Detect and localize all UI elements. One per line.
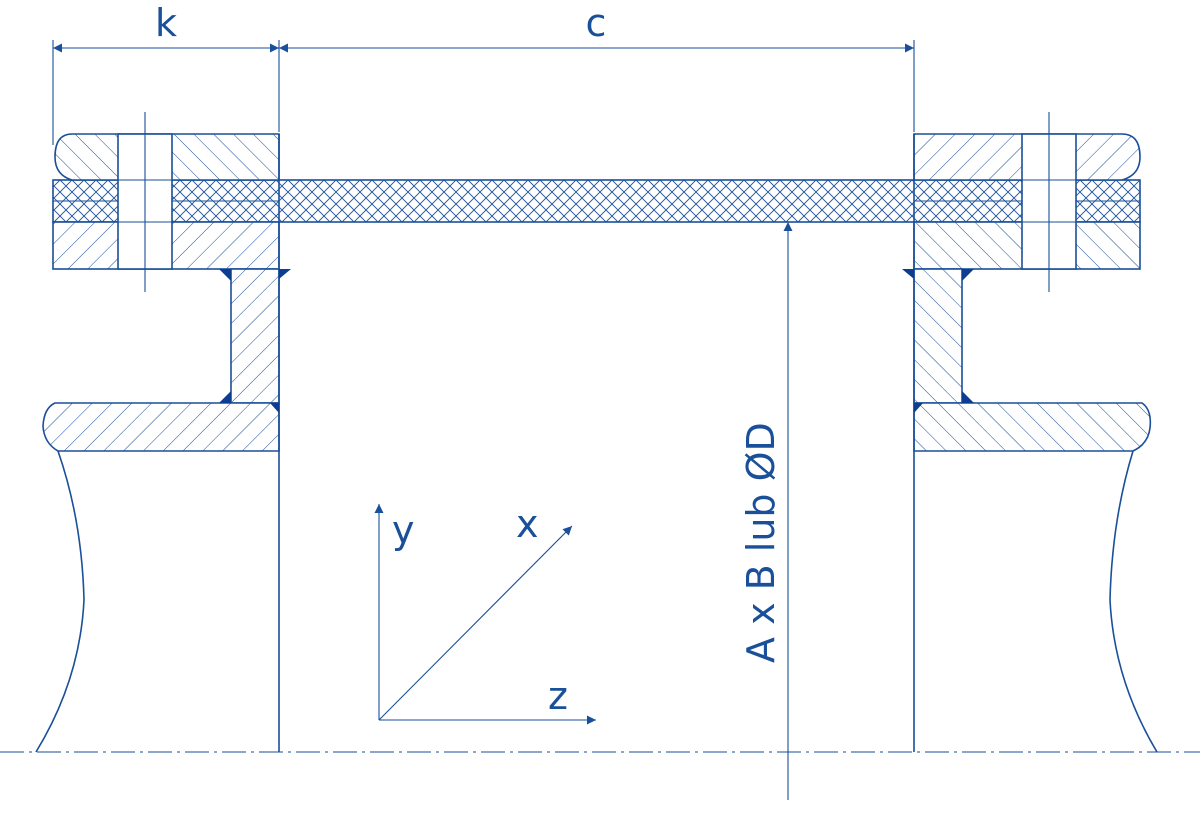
axis-x-line [378, 525, 573, 721]
label-c: c [586, 1, 607, 45]
weld-left-3 [219, 391, 231, 403]
right-neck [913, 268, 963, 404]
right-duct-flange [913, 402, 1152, 452]
coordinate-axes: y x z [374, 502, 596, 725]
axis-x-label: x [516, 502, 539, 546]
axis-z-label: z [548, 674, 568, 718]
left-duct-wall [35, 450, 85, 753]
weld-right-4 [962, 391, 974, 403]
dimension-diameter: A x B lub ØD [739, 222, 793, 800]
weld-left-4 [270, 403, 279, 413]
left-duct-flange [42, 402, 280, 452]
dimension-k: k [52, 1, 280, 145]
left-neck [230, 268, 280, 404]
weld-left-1 [219, 269, 231, 281]
weld-left-2 [279, 269, 291, 279]
weld-right-2 [962, 269, 974, 281]
label-k: k [155, 1, 177, 45]
axis-y-label: y [392, 508, 415, 552]
weld-right-1 [902, 269, 914, 279]
dimension-c: c [279, 1, 915, 132]
weld-right-3 [914, 403, 923, 413]
right-duct-wall [1109, 450, 1158, 753]
label-diameter: A x B lub ØD [739, 422, 783, 663]
